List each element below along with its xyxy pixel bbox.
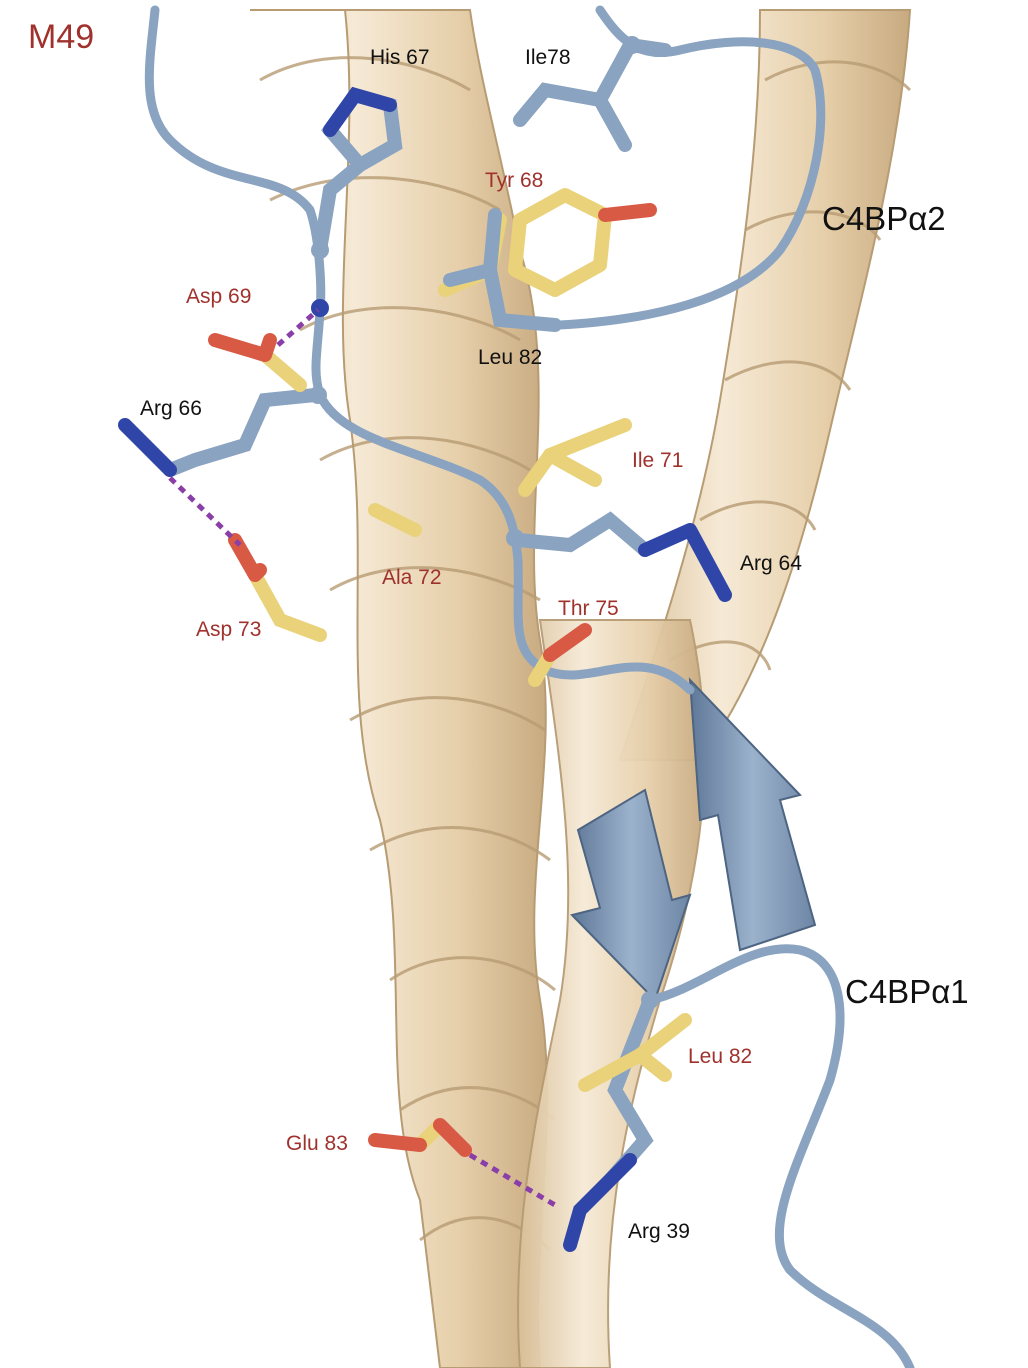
label-arg39: Arg 39 <box>628 1220 690 1243</box>
beta-strand-up <box>688 677 817 952</box>
ile71-sidechain <box>518 418 632 497</box>
figure-title: M49 <box>28 18 94 56</box>
label-his67: His 67 <box>370 46 430 69</box>
asp69-sidechain <box>208 333 307 392</box>
label-tyr68: Tyr 68 <box>485 169 543 192</box>
arg39-sidechain <box>563 993 657 1252</box>
ala72-sidechain <box>368 503 422 537</box>
label-leu82-top: Leu 82 <box>478 346 542 369</box>
glu83-sidechain <box>368 1118 472 1157</box>
label-c4bp-alpha1: C4BPα1 <box>845 973 969 1010</box>
label-c4bp-alpha2: C4BPα2 <box>822 200 946 237</box>
his67-sidechain <box>313 86 403 257</box>
label-ala72: Ala 72 <box>382 566 442 589</box>
label-arg66: Arg 66 <box>140 397 202 420</box>
beta-strand-down <box>570 788 692 1002</box>
leu82-top-sidechain <box>443 208 562 332</box>
label-ile71: Ile 71 <box>632 449 683 472</box>
label-asp69: Asp 69 <box>186 285 251 308</box>
label-leu82-bottom: Leu 82 <box>688 1045 752 1068</box>
label-asp73: Asp 73 <box>196 618 261 641</box>
ile78-sidechain <box>513 37 672 152</box>
c4bp-alpha1-helix <box>517 619 706 1368</box>
label-arg64: Arg 64 <box>740 552 802 575</box>
m-protein-helix <box>250 9 556 1368</box>
leu82-bottom-sidechain <box>578 1013 692 1092</box>
backbone-atoms <box>309 36 659 1009</box>
thr75-sidechain <box>528 623 592 687</box>
label-glu83: Glu 83 <box>286 1132 348 1155</box>
arg66-sidechain <box>118 388 322 477</box>
label-thr75: Thr 75 <box>558 597 619 620</box>
label-ile78: Ile78 <box>525 46 571 69</box>
hydrogen-bonds <box>168 308 557 1208</box>
arg64-sidechain <box>511 511 732 602</box>
